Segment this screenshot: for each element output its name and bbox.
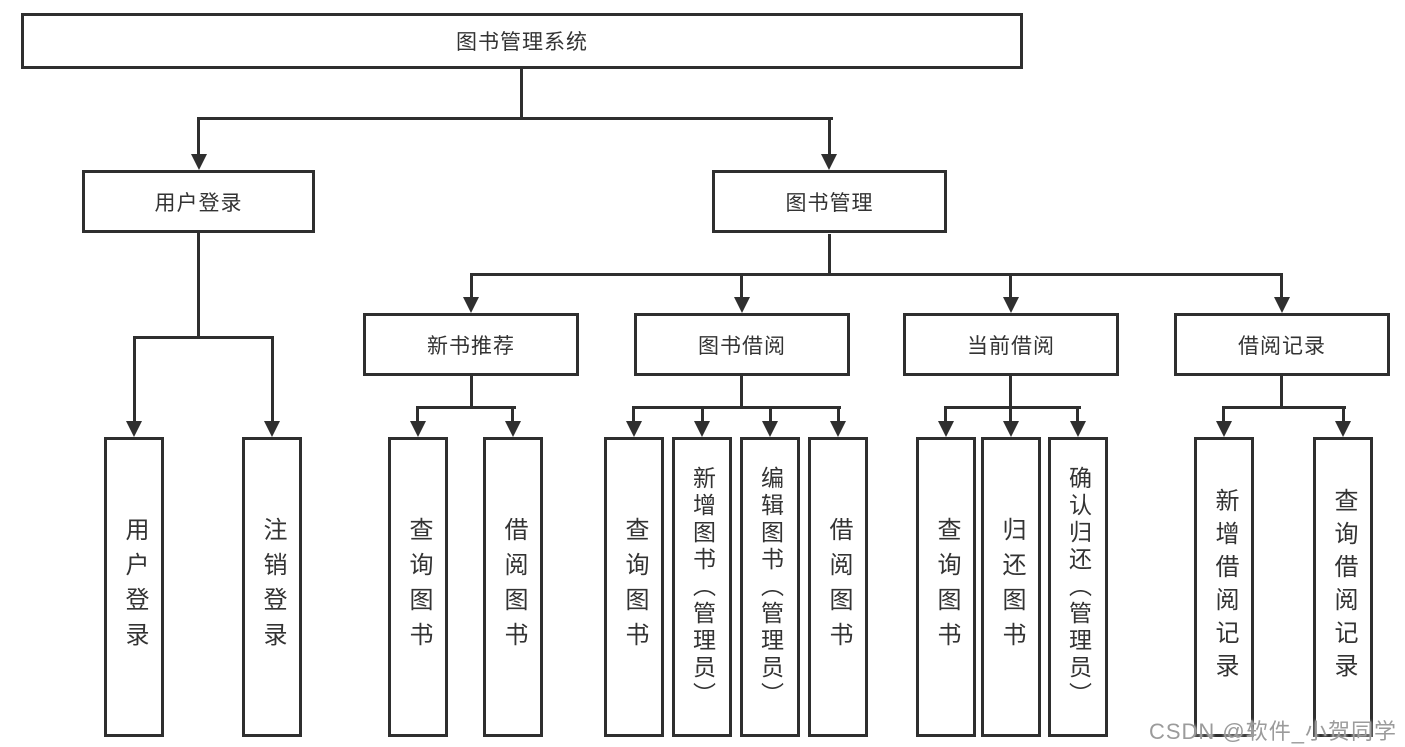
node-label: 图书管理 bbox=[785, 191, 874, 215]
leaf-query-books-borrowing: 查询图书 bbox=[604, 437, 664, 737]
leaf-add-loan-record: 新增借阅记录 bbox=[1194, 437, 1254, 737]
connector-line bbox=[1009, 273, 1012, 297]
node-label: 借阅记录 bbox=[1238, 334, 1326, 358]
connector-line bbox=[416, 406, 516, 409]
connector-line bbox=[1222, 406, 1346, 409]
arrow-down-icon bbox=[1003, 421, 1019, 437]
connector-line bbox=[271, 336, 274, 421]
leaf-confirm-return-admin: 确认归还（管理员） bbox=[1048, 437, 1108, 737]
connector-line bbox=[1076, 406, 1079, 422]
node-book-management: 图书管理 bbox=[712, 170, 947, 233]
arrow-down-icon bbox=[505, 421, 521, 437]
arrow-down-icon bbox=[1274, 297, 1290, 313]
connector-line bbox=[828, 117, 831, 154]
connector-line bbox=[1280, 376, 1283, 406]
node-label: 当前借阅 bbox=[967, 334, 1055, 358]
arrow-down-icon bbox=[191, 154, 207, 170]
node-label: 查询借阅记录 bbox=[1330, 488, 1357, 686]
arrow-down-icon bbox=[830, 421, 846, 437]
connector-line bbox=[197, 233, 200, 336]
leaf-return-books: 归还图书 bbox=[981, 437, 1041, 737]
connector-line bbox=[511, 406, 514, 422]
connector-line bbox=[769, 406, 772, 422]
node-label: 用户登录 bbox=[154, 191, 243, 215]
connector-line bbox=[828, 234, 831, 273]
node-label: 查询图书 bbox=[405, 517, 432, 657]
connector-line bbox=[701, 406, 704, 422]
connector-line bbox=[470, 273, 473, 297]
leaf-borrow-books-recommend: 借阅图书 bbox=[483, 437, 543, 737]
leaf-borrow-books: 借阅图书 bbox=[808, 437, 868, 737]
arrow-down-icon bbox=[410, 421, 426, 437]
node-label: 新增借阅记录 bbox=[1211, 488, 1238, 686]
node-label: 新增图书（管理员） bbox=[689, 465, 716, 709]
connector-line bbox=[520, 69, 523, 117]
connector-line bbox=[1280, 273, 1283, 297]
connector-line bbox=[944, 406, 947, 422]
leaf-query-books-recommend: 查询图书 bbox=[388, 437, 448, 737]
connector-line bbox=[1009, 376, 1012, 406]
connector-line bbox=[1342, 406, 1345, 422]
connector-line bbox=[470, 376, 473, 406]
arrow-down-icon bbox=[1216, 421, 1232, 437]
connector-line bbox=[197, 117, 200, 154]
connector-line bbox=[133, 336, 274, 339]
node-current-loans: 当前借阅 bbox=[903, 313, 1119, 376]
connector-line bbox=[632, 406, 635, 422]
leaf-user-login: 用户登录 bbox=[104, 437, 164, 737]
connector-line bbox=[470, 273, 1283, 276]
node-new-book-recommend: 新书推荐 bbox=[363, 313, 579, 376]
connector-line bbox=[740, 376, 743, 406]
connector-line bbox=[837, 406, 840, 422]
connector-line bbox=[632, 406, 841, 409]
leaf-edit-book-admin: 编辑图书（管理员） bbox=[740, 437, 800, 737]
leaf-add-book-admin: 新增图书（管理员） bbox=[672, 437, 732, 737]
leaf-logout: 注销登录 bbox=[242, 437, 302, 737]
connector-line bbox=[133, 336, 136, 421]
node-user-login: 用户登录 bbox=[82, 170, 315, 233]
node-label: 用户登录 bbox=[121, 517, 148, 657]
arrow-down-icon bbox=[1070, 421, 1086, 437]
arrow-down-icon bbox=[1335, 421, 1351, 437]
node-label: 新书推荐 bbox=[427, 334, 515, 358]
connector-line bbox=[197, 117, 833, 120]
node-label: 借阅图书 bbox=[825, 517, 852, 657]
node-label: 归还图书 bbox=[998, 517, 1025, 657]
arrow-down-icon bbox=[1003, 297, 1019, 313]
arrow-down-icon bbox=[264, 421, 280, 437]
connector-line bbox=[416, 406, 419, 422]
leaf-query-books-current: 查询图书 bbox=[916, 437, 976, 737]
csdn-watermark: CSDN @软件_小贺同学 bbox=[1148, 719, 1397, 744]
node-label: 查询图书 bbox=[621, 517, 648, 657]
connector-line bbox=[1222, 406, 1225, 422]
arrow-down-icon bbox=[126, 421, 142, 437]
node-label: 图书借阅 bbox=[698, 334, 786, 358]
node-label: 编辑图书（管理员） bbox=[757, 465, 784, 709]
arrow-down-icon bbox=[626, 421, 642, 437]
arrow-down-icon bbox=[762, 421, 778, 437]
node-root-library-system: 图书管理系统 bbox=[21, 13, 1023, 69]
node-label: 借阅图书 bbox=[500, 517, 527, 657]
node-book-borrowing: 图书借阅 bbox=[634, 313, 850, 376]
node-label: 图书管理系统 bbox=[456, 31, 588, 54]
arrow-down-icon bbox=[694, 421, 710, 437]
connector-line bbox=[740, 273, 743, 297]
connector-line bbox=[944, 406, 1081, 409]
arrow-down-icon bbox=[463, 297, 479, 313]
node-label: 查询图书 bbox=[933, 517, 960, 657]
node-loan-records: 借阅记录 bbox=[1174, 313, 1390, 376]
node-label: 注销登录 bbox=[259, 517, 286, 657]
connector-line bbox=[1009, 406, 1012, 422]
arrow-down-icon bbox=[734, 297, 750, 313]
arrow-down-icon bbox=[938, 421, 954, 437]
node-label: 确认归还（管理员） bbox=[1065, 465, 1092, 709]
arrow-down-icon bbox=[821, 154, 837, 170]
leaf-query-loan-record: 查询借阅记录 bbox=[1313, 437, 1373, 737]
